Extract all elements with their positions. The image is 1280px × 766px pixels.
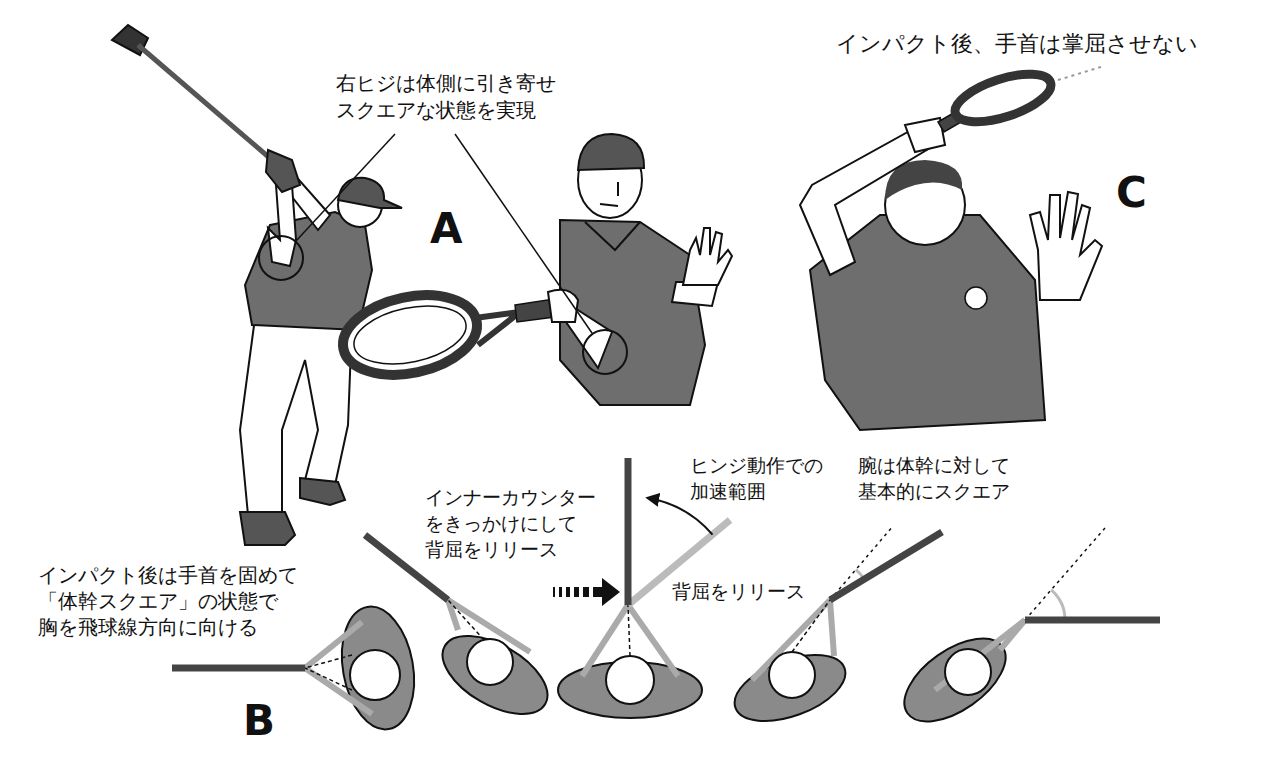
- golfer-figure-part: [338, 178, 402, 208]
- tennis-player-c-part: [950, 64, 1057, 131]
- tennis-player-c: [800, 64, 1104, 430]
- top-view-3-part: [628, 605, 630, 656]
- top-view-1-part: [305, 668, 352, 690]
- top-view-3-part: [559, 587, 562, 597]
- golfer-figure-part: [138, 45, 272, 160]
- top-view-1-part: [305, 655, 352, 668]
- top-view-3-part: [553, 587, 555, 597]
- tennis-player-c-part: [965, 287, 987, 309]
- callout-text: 右ヒジは体側に引き寄せ スクエアな状態を実現: [336, 70, 576, 124]
- tennis-player-a-part: [683, 228, 732, 285]
- leader-lines: [296, 134, 592, 333]
- tennis-player-a-part: [475, 312, 520, 345]
- panel-letter: C: [1116, 172, 1147, 214]
- tennis-player-a-part: [600, 204, 618, 206]
- top-view-3-part: [574, 587, 579, 597]
- tennis-player-c-part: [1030, 192, 1102, 300]
- top-view-3-part: [602, 578, 620, 606]
- callout-text: ヒンジ動作での 加速範囲: [690, 452, 842, 504]
- tennis-player-a-part: [578, 134, 644, 170]
- golfer-figure-part: [259, 236, 303, 280]
- top-view-5-part: [1051, 590, 1065, 620]
- golfer-figure-part: [245, 212, 372, 330]
- top-view-5-part: [945, 649, 991, 695]
- tennis-player-a: [336, 134, 732, 405]
- top-view-5-part: [1025, 528, 1105, 620]
- panel-letter: A: [430, 208, 463, 250]
- golfer-figure-part: [240, 318, 352, 515]
- callout-text: インパクト後は手首を固めて 「体幹スクエア」の状態で 胸を飛球線方向に向ける: [38, 562, 318, 640]
- tennis-player-c-part: [800, 128, 930, 275]
- top-view-5-part: [1025, 617, 1160, 624]
- top-view-3-part: [606, 656, 654, 704]
- golfer-figure-part: [268, 185, 296, 266]
- golfer-figure-part: [266, 150, 300, 192]
- top-view-2: [365, 535, 560, 730]
- tennis-player-c-part: [1058, 66, 1104, 80]
- tennis-player-a-part: [349, 297, 472, 374]
- top-view-4-part: [792, 600, 830, 652]
- top-view-1-part: [172, 665, 305, 672]
- top-view-2-part: [467, 639, 513, 685]
- panel-letter: B: [243, 700, 275, 742]
- leader-lines-part: [455, 134, 592, 333]
- top-view-5: [890, 528, 1160, 738]
- tennis-player-a-part: [617, 182, 619, 196]
- callout-text: インパクト後、手首は掌屈させない: [836, 30, 1198, 58]
- tennis-player-a-part: [336, 284, 485, 387]
- top-view-3-part: [593, 587, 603, 597]
- callout-text: 背屈をリリース: [672, 578, 805, 604]
- top-view-3-part: [583, 587, 589, 597]
- top-view-3-part: [648, 498, 713, 535]
- top-view-1-part: [333, 601, 423, 735]
- callout-text: 腕は体幹に対して 基本的にスクエア: [858, 452, 1039, 504]
- top-view-1-part: [350, 650, 400, 700]
- top-view-3-part: [625, 458, 632, 605]
- tennis-player-a-part: [585, 222, 640, 250]
- top-view-2-part: [430, 620, 560, 730]
- top-view-4-part: [830, 526, 893, 600]
- golfer-figure-part: [240, 512, 295, 545]
- top-view-3-part: [566, 587, 570, 597]
- top-view-2-part: [448, 600, 484, 640]
- top-view-4-part: [830, 532, 942, 600]
- golfer-figure-part: [300, 478, 345, 505]
- tennis-player-a-part: [583, 330, 627, 374]
- top-view-4-part: [769, 652, 815, 698]
- callout-text: インナーカウンター をきっかけにして 背屈をリリース: [425, 484, 615, 562]
- leader-lines-part: [296, 134, 395, 241]
- top-view-4-part: [830, 600, 834, 656]
- tennis-player-a-part: [560, 220, 705, 405]
